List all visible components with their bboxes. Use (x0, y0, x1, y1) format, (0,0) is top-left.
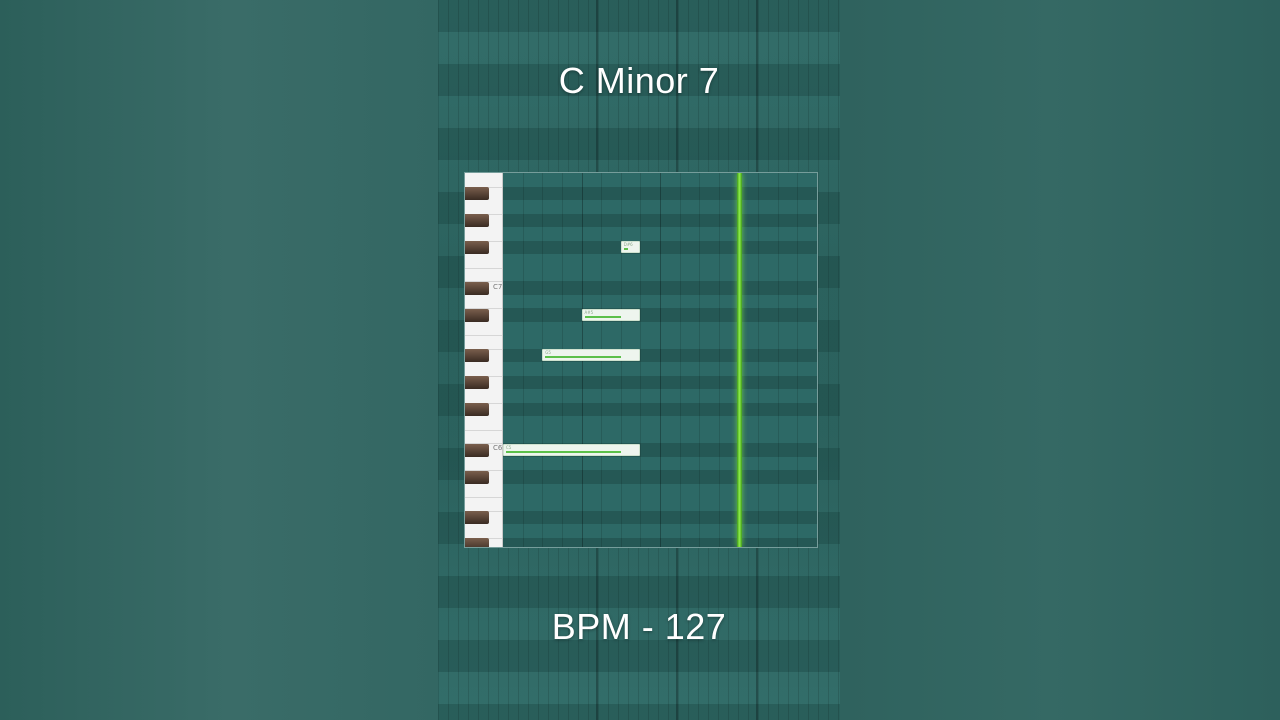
midi-note[interactable]: D#6 (620, 241, 641, 253)
black-key[interactable] (465, 308, 489, 322)
black-key[interactable] (465, 403, 489, 416)
playhead[interactable] (736, 173, 742, 547)
midi-note[interactable]: C5 (503, 443, 641, 456)
black-key[interactable] (465, 281, 489, 295)
black-key[interactable] (465, 470, 489, 484)
grid-line (718, 173, 720, 547)
midi-note[interactable]: G5 (542, 349, 641, 361)
bpm-label: BPM - 127 (551, 606, 727, 647)
velocity-bar (506, 450, 622, 453)
velocity-bar (545, 356, 622, 358)
chord-title: C Minor 7 (558, 60, 720, 101)
grid-line (797, 173, 799, 547)
white-key-separator (465, 429, 502, 431)
note-label: D#6 (623, 242, 633, 247)
piano-keyboard[interactable]: C7 C6 (465, 173, 503, 547)
black-key[interactable] (465, 443, 489, 457)
black-key[interactable] (465, 511, 489, 524)
black-key[interactable] (465, 214, 489, 227)
grid-line (758, 173, 760, 547)
velocity-bar (584, 315, 622, 318)
black-key[interactable] (465, 349, 489, 362)
note-label: G5 (545, 350, 551, 355)
grid-line (660, 173, 661, 547)
key-label-c7: C7 (493, 283, 503, 291)
midi-note[interactable]: A#5 (581, 308, 641, 321)
grid-line (777, 173, 779, 547)
black-key[interactable] (465, 376, 489, 389)
grid-line (640, 173, 642, 547)
key-label-c6: C6 (493, 444, 503, 452)
grid-line (679, 173, 681, 547)
grid-line (522, 173, 524, 547)
white-key-separator (465, 497, 502, 498)
grid-line (699, 173, 701, 547)
note-label: C5 (506, 444, 512, 450)
black-key[interactable] (465, 241, 489, 254)
black-key[interactable] (465, 187, 489, 200)
white-key-separator (465, 335, 502, 336)
white-key-separator (465, 267, 502, 269)
black-key[interactable] (465, 538, 489, 547)
pitch-lane[interactable] (503, 537, 817, 547)
note-label: A#5 (584, 309, 594, 315)
velocity-bar (623, 248, 628, 250)
